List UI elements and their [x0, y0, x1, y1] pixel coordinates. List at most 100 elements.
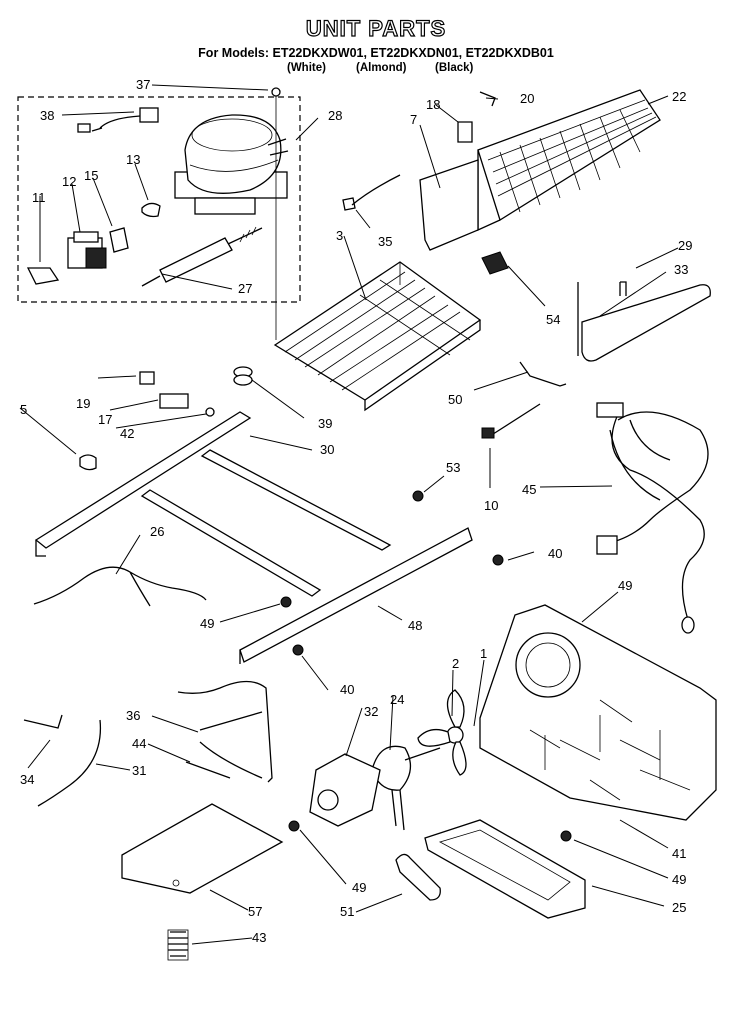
compressor: [174, 114, 289, 215]
screw-40b: [292, 644, 304, 656]
callout-49: 49: [618, 578, 632, 593]
callout-28: 28: [328, 108, 342, 123]
fan-blade-2: [417, 689, 467, 776]
cable-tie-head: [481, 427, 495, 439]
condenser: [477, 89, 661, 232]
leader-lines: [19, 84, 679, 945]
callout-51: 51: [340, 904, 354, 919]
motor-bracket-32: [309, 753, 381, 827]
drain-hose-51: [395, 853, 441, 901]
callout-43: 43: [252, 930, 266, 945]
compressor-kit-outline: [17, 96, 301, 303]
callout-54: 54: [546, 312, 560, 327]
cover-hole: [172, 879, 180, 887]
frame-rail-30: [34, 411, 392, 597]
callout-25: 25: [672, 900, 686, 915]
part-54: [481, 251, 509, 275]
clip-11: [26, 267, 60, 285]
callout-1: 1: [480, 646, 487, 661]
callout-34: 34: [20, 772, 34, 787]
callout-30: 30: [320, 442, 334, 457]
callout-17: 17: [98, 412, 112, 427]
callout-35: 35: [378, 234, 392, 249]
callout-29: 29: [678, 238, 692, 253]
tube-26: [33, 566, 207, 607]
callout-24: 24: [390, 692, 404, 707]
callout-49: 49: [200, 616, 214, 631]
clip-5: [79, 454, 97, 471]
model-numbers: For Models: ET22DKXDW01, ET22DKXDN01, ET…: [198, 46, 554, 60]
start-relay: [67, 231, 107, 269]
callout-18: 18: [426, 97, 440, 112]
callout-42: 42: [120, 426, 134, 441]
part-15: [109, 227, 129, 253]
tube-36: [177, 680, 273, 783]
defrost-heater-33: [581, 284, 711, 362]
screw-40a: [492, 554, 504, 566]
spring-43: [167, 929, 189, 961]
callout-49: 49: [672, 872, 686, 887]
callout-50: 50: [448, 392, 462, 407]
color-white: (White): [287, 62, 326, 74]
callout-44: 44: [132, 736, 146, 751]
callout-40: 40: [548, 546, 562, 561]
callout-20: 20: [520, 91, 534, 106]
part-18: [457, 121, 473, 143]
callout-31: 31: [132, 763, 146, 778]
fan-bracket-41: [479, 604, 717, 821]
part-29: [619, 281, 627, 296]
callout-37: 37: [136, 77, 150, 92]
callout-57: 57: [248, 904, 262, 919]
callout-32: 32: [364, 704, 378, 719]
color-almond: (Almond): [356, 62, 407, 74]
callout-27: 27: [238, 281, 252, 296]
screw-37: [271, 87, 281, 340]
callout-3: 3: [336, 228, 343, 243]
callout-33: 33: [674, 262, 688, 277]
wiring-harness-45: [596, 402, 709, 634]
callout-40: 40: [340, 682, 354, 697]
callout-10: 10: [484, 498, 498, 513]
evaporator-coil: [273, 261, 482, 412]
callout-53: 53: [446, 460, 460, 475]
relay-overload: [77, 107, 159, 133]
callout-48: 48: [408, 618, 422, 633]
callout-49: 49: [352, 880, 366, 895]
callout-11: 11: [32, 190, 46, 205]
callout-39: 39: [318, 416, 332, 431]
drain-pan-25: [424, 819, 586, 919]
color-black: (Black): [435, 62, 474, 74]
callout-45: 45: [522, 482, 536, 497]
cover-57: [121, 803, 284, 894]
cable-tie-10: [489, 403, 541, 437]
screw-49a: [280, 596, 292, 608]
callout-26: 26: [150, 524, 164, 539]
tube-31: [37, 719, 102, 807]
drier: [141, 226, 263, 287]
grommet-39: [233, 366, 253, 386]
base-rail-48: [239, 527, 473, 664]
part-13: [141, 202, 161, 218]
diagram-title: UNIT PARTS: [305, 15, 447, 41]
callout-5: 5: [20, 402, 27, 417]
bracket-7: [419, 159, 479, 251]
callout-22: 22: [672, 89, 686, 104]
callout-13: 13: [126, 152, 140, 167]
callout-19: 19: [76, 396, 90, 411]
part-50: [519, 361, 567, 387]
screw-49d: [560, 830, 572, 842]
callout-38: 38: [40, 108, 54, 123]
tube-34: [23, 714, 63, 729]
harness-35: [342, 174, 401, 211]
fan-motor-24: [371, 745, 441, 831]
callout-12: 12: [62, 174, 76, 189]
part-19: [139, 371, 155, 385]
callout-15: 15: [84, 168, 98, 183]
screw-53: [412, 490, 424, 502]
tube-44: [185, 761, 231, 779]
screw-49c: [288, 820, 300, 832]
part-20: [479, 91, 496, 107]
terminal-block-17: [159, 393, 215, 417]
callout-2: 2: [452, 656, 459, 671]
